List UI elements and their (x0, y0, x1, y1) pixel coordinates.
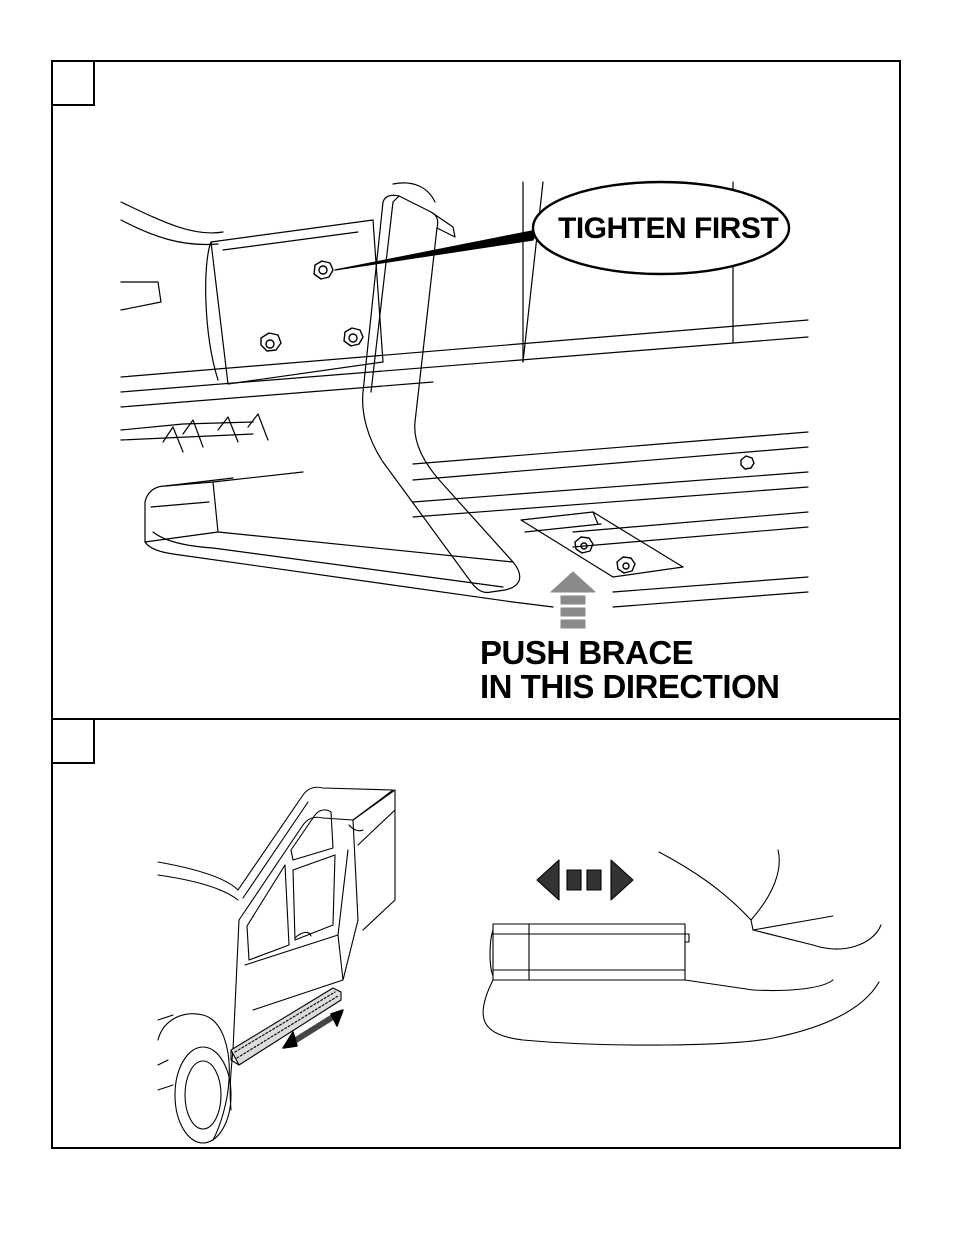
instruction-line-1: PUSH BRACE (480, 636, 780, 670)
push-brace-instruction: PUSH BRACE IN THIS DIRECTION (480, 636, 780, 704)
step-panel-tighten: TIGHTEN FIRST PUSH BRACE IN THIS DIRECTI… (53, 62, 899, 720)
bracket-illustration (53, 62, 899, 720)
step-panel-adjust (53, 720, 899, 1147)
tighten-first-callout: TIGHTEN FIRST (558, 212, 778, 246)
push-arrow-icon (551, 572, 595, 628)
double-arrow-icon (537, 860, 633, 900)
instruction-frame: TIGHTEN FIRST PUSH BRACE IN THIS DIRECTI… (51, 60, 901, 1149)
truck-illustration (53, 720, 899, 1147)
instruction-line-2: IN THIS DIRECTION (480, 670, 780, 704)
